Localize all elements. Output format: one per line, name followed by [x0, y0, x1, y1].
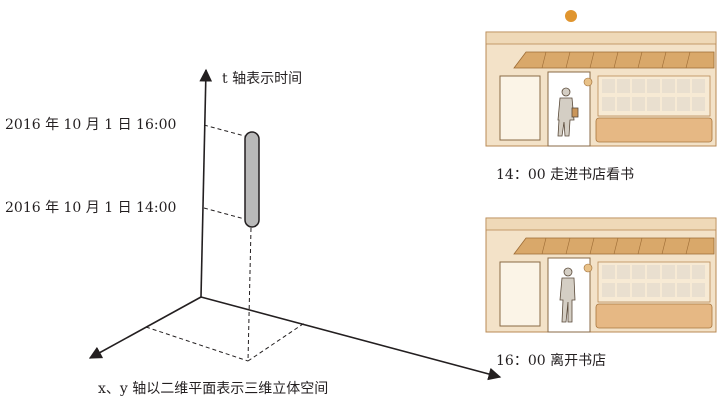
- door-lamp-icon: [583, 263, 593, 273]
- awning: [513, 51, 715, 69]
- bookstore-scene-enter: [485, 31, 717, 147]
- bookshelf: [597, 261, 711, 303]
- storefront-sign: [485, 217, 717, 231]
- time-label-upper: 2016 年 10 月 1 日 16:00: [5, 117, 176, 133]
- y-axis: [200, 296, 502, 381]
- xy-axis-label: x、y 轴以二维平面表示三维立体空间: [98, 381, 328, 397]
- time-label-lower: 2016 年 10 月 1 日 14:00: [5, 200, 176, 216]
- t-axis: [199, 68, 213, 298]
- left-window: [499, 75, 541, 141]
- counter: [595, 303, 713, 329]
- person-icon: [559, 267, 576, 323]
- awning: [513, 237, 715, 255]
- bookshelf: [597, 75, 711, 117]
- left-window: [499, 261, 541, 327]
- storefront-sign: [485, 31, 717, 45]
- time-bar: [244, 131, 260, 228]
- x-axis: [88, 296, 202, 359]
- scene-enter-caption: 14：00 走进书店看书: [496, 167, 634, 183]
- scene-leave-caption: 16：00 离开书店: [496, 352, 606, 369]
- door-lamp-icon: [583, 77, 593, 87]
- projection-guides: [145, 124, 307, 362]
- person-icon: [557, 87, 579, 137]
- t-axis-label: t 轴表示时间: [222, 71, 302, 87]
- counter: [595, 117, 713, 143]
- bookstore-scene-leave: [485, 217, 717, 333]
- sun-icon: [565, 10, 577, 22]
